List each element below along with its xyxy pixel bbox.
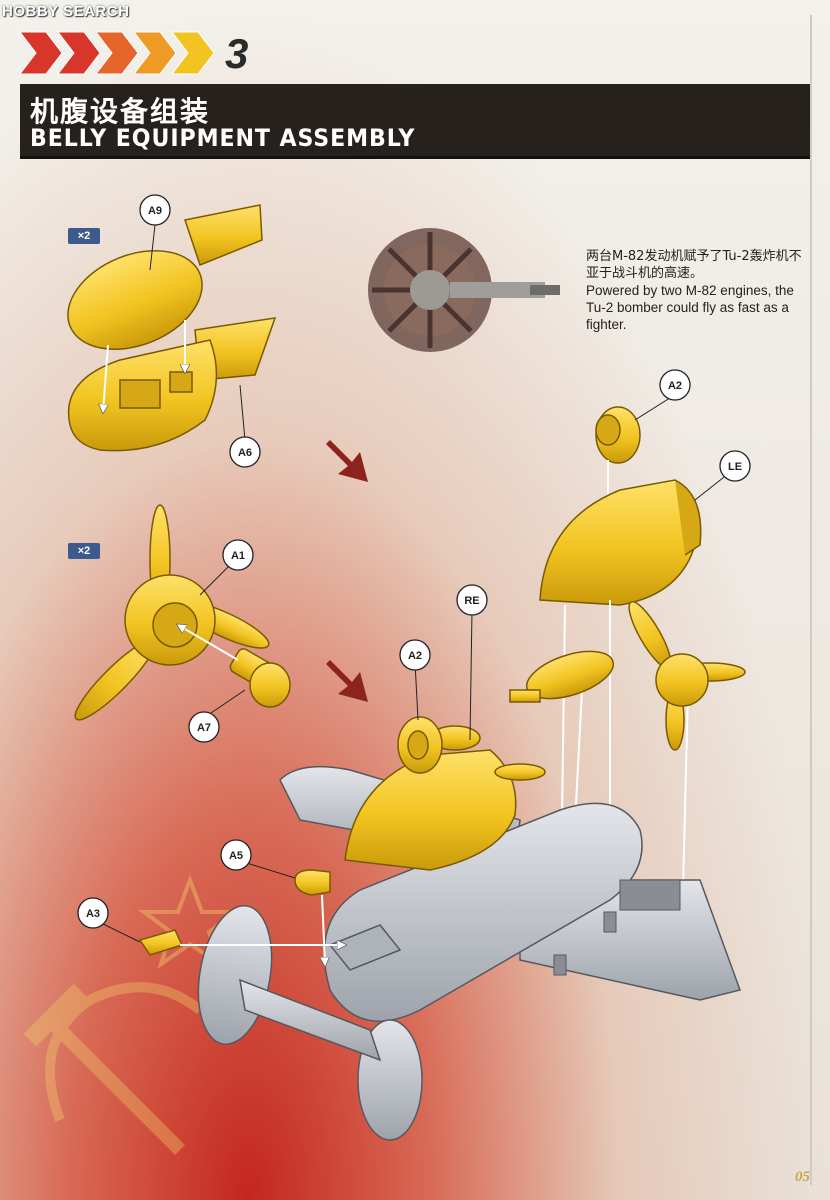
label-circle-a3: [77, 897, 109, 929]
step-number: 3: [225, 30, 249, 77]
section-header: 机腹设备组装 BELLY EQUIPMENT ASSEMBLY: [20, 84, 810, 159]
section-title-english: BELLY EQUIPMENT ASSEMBLY: [30, 124, 416, 152]
part-a9-fuel-tank: [67, 204, 263, 351]
part-a3: [138, 929, 184, 956]
part-a1-propeller: [74, 504, 270, 721]
engine-caption-english: Powered by two M-82 engines, the Tu-2 bo…: [586, 283, 794, 332]
label-circle-a9: [139, 194, 171, 226]
flow-arrow-icon: [326, 660, 368, 702]
label-re: RE: [464, 595, 479, 607]
page-edge-rule: [810, 15, 812, 1185]
label-circle-le: [719, 450, 751, 482]
quantity-badge-2: ×2: [68, 543, 100, 559]
engine-caption: 两台M-82发动机赋予了Tu-2轰炸机不亚于战斗机的高速。 Powered by…: [586, 248, 806, 333]
label-le: LE: [728, 461, 742, 473]
part-le-left-nacelle: [539, 479, 702, 606]
watermark-text: HOBBY SEARCH: [2, 3, 130, 20]
label-circle-a7: [188, 711, 220, 743]
guide-arrow: [103, 344, 109, 412]
label-circle-re: [456, 584, 488, 616]
part-propeller-right: [628, 600, 746, 751]
engine-caption-chinese: 两台M-82发动机赋予了Tu-2轰炸机不亚于战斗机的高速。: [586, 249, 802, 281]
label-a5: A5: [229, 850, 243, 862]
label-a3: A3: [86, 908, 100, 920]
part-small-bomb: [509, 650, 614, 703]
part-a7-hub: [229, 648, 291, 708]
part-a5: [294, 869, 331, 896]
section-title-chinese: 机腹设备组装: [30, 95, 211, 128]
part-a2-exhaust-mid: [397, 716, 443, 774]
label-circle-a2-mid: [399, 639, 431, 671]
guide-arrow: [178, 625, 239, 661]
label-circle-a6: [229, 436, 261, 468]
part-a2-exhaust-top: [595, 406, 641, 464]
step-chevrons-icon: [20, 31, 215, 75]
label-a2-mid: A2: [408, 650, 422, 662]
label-a7: A7: [197, 722, 211, 734]
page-number: 05: [795, 1169, 810, 1185]
label-a1: A1: [231, 550, 245, 562]
label-circle-a5: [220, 839, 252, 871]
quantity-badge-1: ×2: [68, 228, 100, 244]
plane-mount-pegs: [553, 879, 681, 976]
label-circle-a1: [222, 539, 254, 571]
flow-arrow-icon: [326, 440, 368, 482]
label-a6: A6: [238, 447, 252, 459]
label-circle-a2-top: [659, 369, 691, 401]
label-a2-top: A2: [668, 380, 682, 392]
label-a9: A9: [148, 205, 162, 217]
